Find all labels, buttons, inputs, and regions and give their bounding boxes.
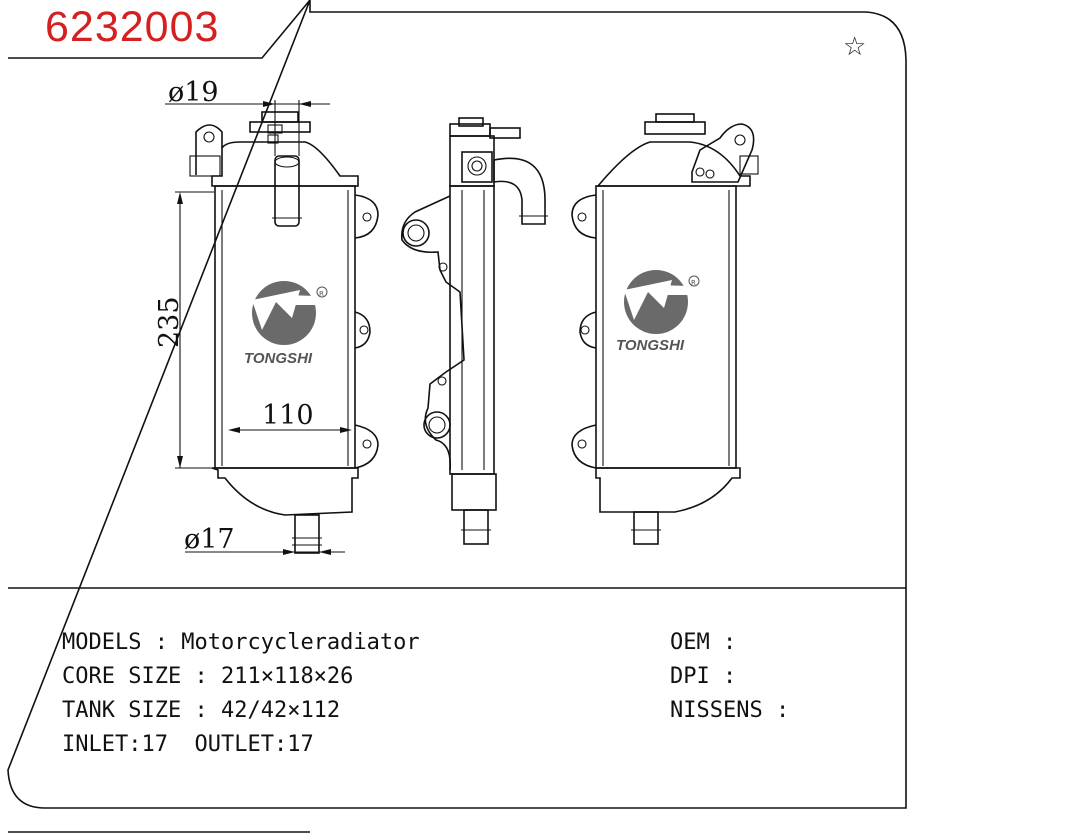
- refs-panel: OEM : DPI : NISSENS :: [670, 626, 802, 728]
- registered-mark-back: R: [691, 279, 696, 287]
- back-view-drawing: [571, 113, 759, 545]
- spec-core-size: CORE SIZE : 211×118×26: [62, 664, 354, 689]
- spec-inlet-outlet: INLET:17 OUTLET:17: [62, 732, 314, 757]
- spec-tank-size: TANK SIZE : 42/42×112: [62, 698, 341, 723]
- registered-mark-front: R: [319, 290, 324, 298]
- brand-logo-front: TONGSHI: [244, 350, 313, 367]
- sheet-frame: [7, 0, 907, 809]
- spec-models: MODELS : Motorcycleradiator: [62, 630, 420, 655]
- star-outline-icon[interactable]: ☆: [843, 32, 867, 62]
- spec-models-value: Motorcycleradiator: [181, 630, 420, 655]
- specs-panel: MODELS : Motorcycleradiator CORE SIZE : …: [62, 626, 420, 762]
- ref-nissens: NISSENS :: [670, 698, 803, 723]
- spec-tank-size-label: TANK SIZE: [62, 698, 182, 723]
- ref-oem-label: OEM: [670, 630, 710, 655]
- ref-dpi: DPI :: [670, 664, 750, 689]
- spec-outlet-value: 17: [287, 732, 314, 757]
- ref-oem: OEM :: [670, 630, 750, 655]
- spec-outlet-label: OUTLET: [194, 732, 274, 757]
- ref-nissens-label: NISSENS: [670, 698, 763, 723]
- part-number: 6232003: [45, 3, 220, 51]
- dim-width: 110: [262, 400, 314, 431]
- spec-models-label: MODELS: [62, 630, 142, 655]
- dim-bottom-pipe: ø17: [184, 524, 235, 555]
- side-view-drawing: [400, 117, 548, 545]
- brand-logo-back: TONGSHI: [616, 337, 685, 354]
- spec-tank-size-value: 42/42×112: [220, 698, 341, 723]
- spec-core-size-value: 211×118×26: [220, 664, 354, 689]
- spec-inlet-value: 17: [141, 732, 168, 757]
- dim-top-pipe: ø19: [168, 77, 219, 108]
- ref-dpi-label: DPI: [670, 664, 710, 689]
- front-view-drawing: [165, 100, 379, 555]
- spec-core-size-label: CORE SIZE: [62, 664, 182, 689]
- spec-inlet-label: INLET: [62, 732, 129, 757]
- dim-height: 235: [154, 296, 185, 348]
